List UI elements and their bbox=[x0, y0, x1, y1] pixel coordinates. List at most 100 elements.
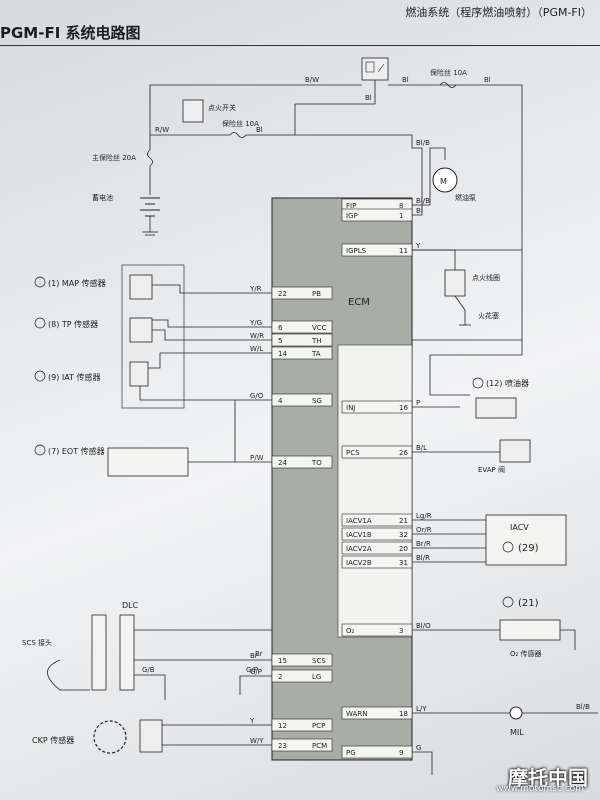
watermark-main: 摩托中国 bbox=[508, 766, 588, 790]
wire-pg bbox=[412, 751, 433, 775]
ecm-pin-pcm bbox=[271, 738, 333, 752]
pin-num: 9 bbox=[399, 749, 403, 757]
ecm-pin-pb bbox=[271, 286, 333, 300]
ecm-pin-lg bbox=[271, 669, 333, 683]
ckp-label: CKP 传感器 bbox=[32, 735, 74, 745]
spark-plug-label: 火花塞 bbox=[478, 311, 499, 320]
dlc-connector-label: SCS 接头 bbox=[22, 638, 52, 647]
iacv-box bbox=[485, 514, 567, 566]
ecm-pin-vcc bbox=[271, 320, 333, 334]
pin-name: IACV1B bbox=[346, 531, 372, 539]
pin-name: TO bbox=[311, 459, 322, 467]
pin-name: SG bbox=[312, 397, 322, 405]
pin-wire-label: W/L bbox=[250, 345, 263, 353]
ecm-pin-10 bbox=[341, 706, 413, 720]
pin-name: TA bbox=[311, 350, 321, 358]
wire-label-bw: B/W bbox=[305, 76, 319, 84]
pin-num: 8 bbox=[399, 202, 403, 210]
pin-wire-label: G bbox=[416, 744, 421, 752]
pin-num: 20 bbox=[399, 545, 408, 553]
pin-wire-label: Bl/B bbox=[416, 197, 430, 205]
wire-pb bbox=[152, 284, 272, 294]
ecm-pin-4 bbox=[341, 445, 413, 459]
pin-wire-label: G/O bbox=[250, 392, 264, 400]
pin-num: 2 bbox=[278, 673, 282, 681]
pin-num: 21 bbox=[399, 517, 408, 525]
ignition-switch-label: 点火开关 bbox=[208, 103, 236, 112]
pin-num: 14 bbox=[278, 350, 287, 358]
pin-num: 23 bbox=[278, 742, 287, 750]
pin-num: 24 bbox=[278, 459, 287, 467]
watermark-url: www.motomsc.com bbox=[496, 784, 584, 794]
wire-label-gp: G/P bbox=[246, 666, 258, 674]
tp-label: (8) TP 传感器 bbox=[48, 319, 98, 329]
dlc-label: DLC bbox=[122, 601, 139, 610]
pin-wire-label: Y bbox=[415, 242, 421, 250]
wire-label-rw-top: Bl bbox=[402, 76, 409, 84]
o2-ref-circle bbox=[502, 596, 514, 608]
pin-num: 1 bbox=[399, 212, 403, 220]
pin-wire-label: W/Y bbox=[250, 737, 264, 745]
iacv-label: IACV bbox=[510, 523, 529, 532]
ecm-pin-7 bbox=[341, 541, 413, 555]
fuel-pump-motor bbox=[432, 167, 458, 193]
eot-label: (7) EOT 传感器 bbox=[48, 446, 105, 456]
ignition-coil bbox=[444, 269, 466, 297]
section-title: 燃油系统（程序燃油喷射）（PGM-FI） bbox=[405, 6, 592, 19]
wire-igpls bbox=[412, 249, 456, 270]
fuse-top-label: 保险丝 10A bbox=[430, 68, 467, 77]
evap-valve bbox=[499, 439, 531, 463]
wire-label-blb: Bl/B bbox=[416, 139, 430, 147]
pin-num: 5 bbox=[278, 337, 282, 345]
ignition-coil-label: 点火线圈 bbox=[472, 273, 500, 282]
fuse-top bbox=[439, 82, 457, 88]
iacv-num: (29) bbox=[518, 543, 539, 554]
pin-name: INJ bbox=[346, 404, 355, 412]
pin-num: 22 bbox=[278, 290, 287, 298]
pin-num: 12 bbox=[278, 722, 287, 730]
pin-name: PCS bbox=[346, 449, 360, 457]
wire-label-mil-blb: Bl/B bbox=[576, 703, 590, 711]
iat-sensor bbox=[129, 361, 149, 387]
motor-m: M bbox=[440, 177, 447, 186]
header-rule bbox=[0, 45, 600, 46]
diagram-title: PGM-FI 系统电路图 bbox=[0, 24, 141, 42]
ecm-pin-pcp bbox=[271, 718, 333, 732]
ecm-pin-11 bbox=[341, 745, 413, 759]
wire-top-right bbox=[388, 84, 523, 251]
injector-label: (12) 喷油器 bbox=[486, 378, 529, 388]
dlc-connector-right bbox=[119, 614, 135, 691]
pin-name: O₂ bbox=[346, 627, 355, 635]
pin-wire-label: Y/R bbox=[249, 285, 262, 293]
wire-label-bl-relay: Bl bbox=[365, 94, 372, 102]
ecm-pin-to bbox=[271, 455, 333, 469]
eot-ref-circle bbox=[34, 444, 46, 456]
watermark: 摩托中国 www.motomsc.com bbox=[434, 762, 594, 796]
o2-sensor bbox=[499, 619, 561, 641]
pin-name: IACV2B bbox=[346, 559, 372, 567]
map-label: (1) MAP 传感器 bbox=[48, 278, 106, 288]
relay-contact bbox=[377, 63, 385, 73]
pin-num: 6 bbox=[278, 324, 283, 332]
pin-name: IGPLS bbox=[346, 247, 367, 255]
injector-ref-circle bbox=[472, 377, 484, 389]
tp-sensor bbox=[129, 317, 153, 343]
pin-name: PCP bbox=[312, 722, 325, 730]
iat-label: (9) IAT 传感器 bbox=[48, 372, 101, 382]
pin-name: IACV1A bbox=[346, 517, 372, 525]
pin-name: SCS bbox=[312, 657, 326, 665]
wire-label-gb: G/B bbox=[142, 666, 155, 674]
pin-num: 15 bbox=[278, 657, 287, 665]
ecm-pin-ta bbox=[271, 346, 333, 360]
ecm-pin-9 bbox=[341, 623, 413, 637]
dlc-loop bbox=[47, 659, 90, 691]
ecm-pin-sg bbox=[271, 393, 333, 407]
ecm-inner-panel bbox=[337, 344, 413, 638]
wire-vcc bbox=[152, 319, 272, 328]
pin-wire-label: Bl bbox=[416, 207, 423, 215]
tp-ref-circle bbox=[34, 317, 46, 329]
wire-to-plug bbox=[454, 295, 466, 325]
mil-label: MIL bbox=[510, 728, 524, 737]
